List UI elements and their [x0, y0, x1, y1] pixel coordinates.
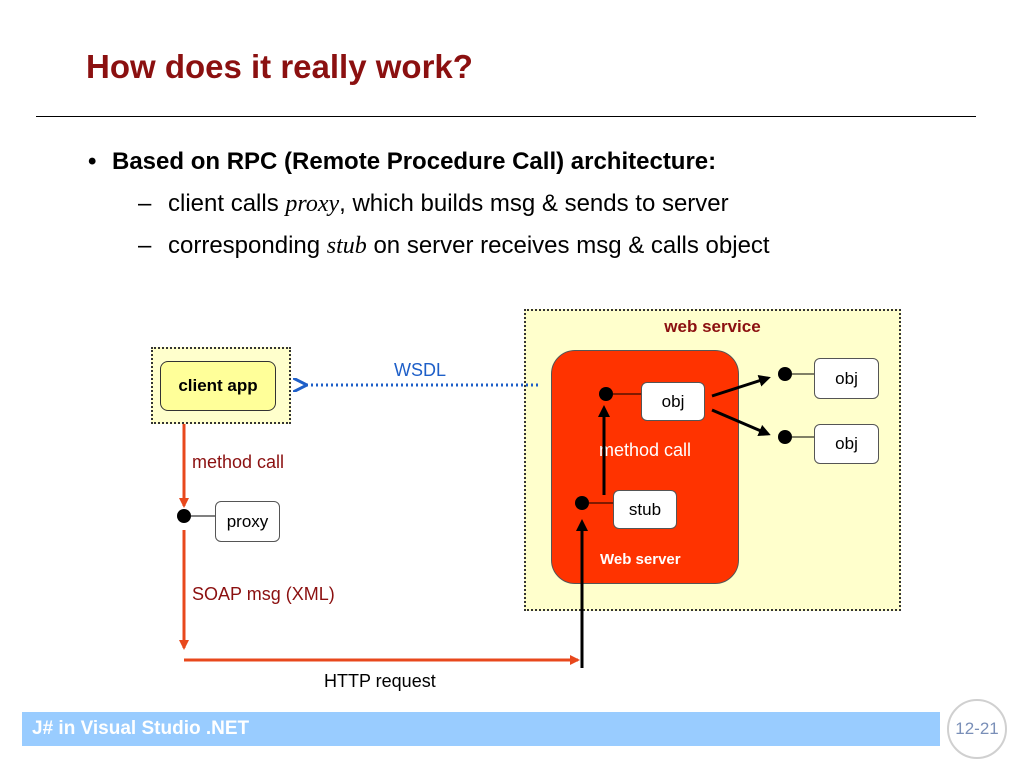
slide-title: How does it really work? — [86, 48, 473, 85]
sub1-em: proxy — [285, 191, 340, 217]
obj-inner-box: obj — [641, 382, 705, 421]
proxy-dot — [177, 509, 191, 523]
bullet-main: • Based on RPC (Remote Procedure Call) ar… — [88, 148, 716, 176]
web-service-label: web service — [664, 317, 761, 336]
page-number: 12-21 — [947, 699, 1007, 759]
stub-box: stub — [613, 490, 677, 529]
obj-right-box-1: obj — [814, 358, 879, 399]
bullet-main-text: Based on RPC (Remote Procedure Call) arc… — [112, 148, 717, 175]
sub2-after: on server receives msg & calls object — [366, 232, 770, 259]
arrow-obj-to-right-1 — [711, 375, 771, 398]
obj-right-box-2: obj — [814, 424, 879, 464]
client-app-box: client app — [160, 361, 276, 411]
sub-bullet-dash: – — [138, 232, 152, 259]
sub2-before: corresponding — [168, 232, 327, 259]
method-call-left-label: method call — [192, 452, 285, 472]
arrow-obj-to-right-2 — [711, 408, 771, 436]
sub2-em: stub — [326, 233, 367, 259]
sub1-before: client calls — [168, 190, 286, 217]
web-server-label: Web server — [600, 551, 681, 568]
method-call-inner-label: method call — [599, 440, 692, 460]
bullet-mark: • — [88, 148, 97, 175]
obj-right-dot-1 — [778, 367, 792, 381]
sub1-after: , which builds msg & sends to server — [339, 190, 729, 217]
footer-title: J# in Visual Studio .NET — [32, 718, 250, 739]
soap-label: SOAP msg (XML) — [192, 584, 335, 604]
obj-inner-dot — [599, 387, 613, 401]
wsdl-label: WSDL — [394, 360, 447, 380]
footer-bar — [22, 712, 940, 746]
title-divider — [36, 116, 976, 117]
http-request-label: HTTP request — [324, 671, 436, 691]
stub-dot — [575, 496, 589, 510]
sub-bullet-stub: –corresponding stub on server receives m… — [138, 232, 770, 260]
obj-right-dot-2 — [778, 430, 792, 444]
sub-bullet-dash: – — [138, 190, 152, 217]
sub-bullet-proxy: –client calls proxy, which builds msg & … — [138, 190, 729, 218]
proxy-box: proxy — [215, 501, 280, 542]
